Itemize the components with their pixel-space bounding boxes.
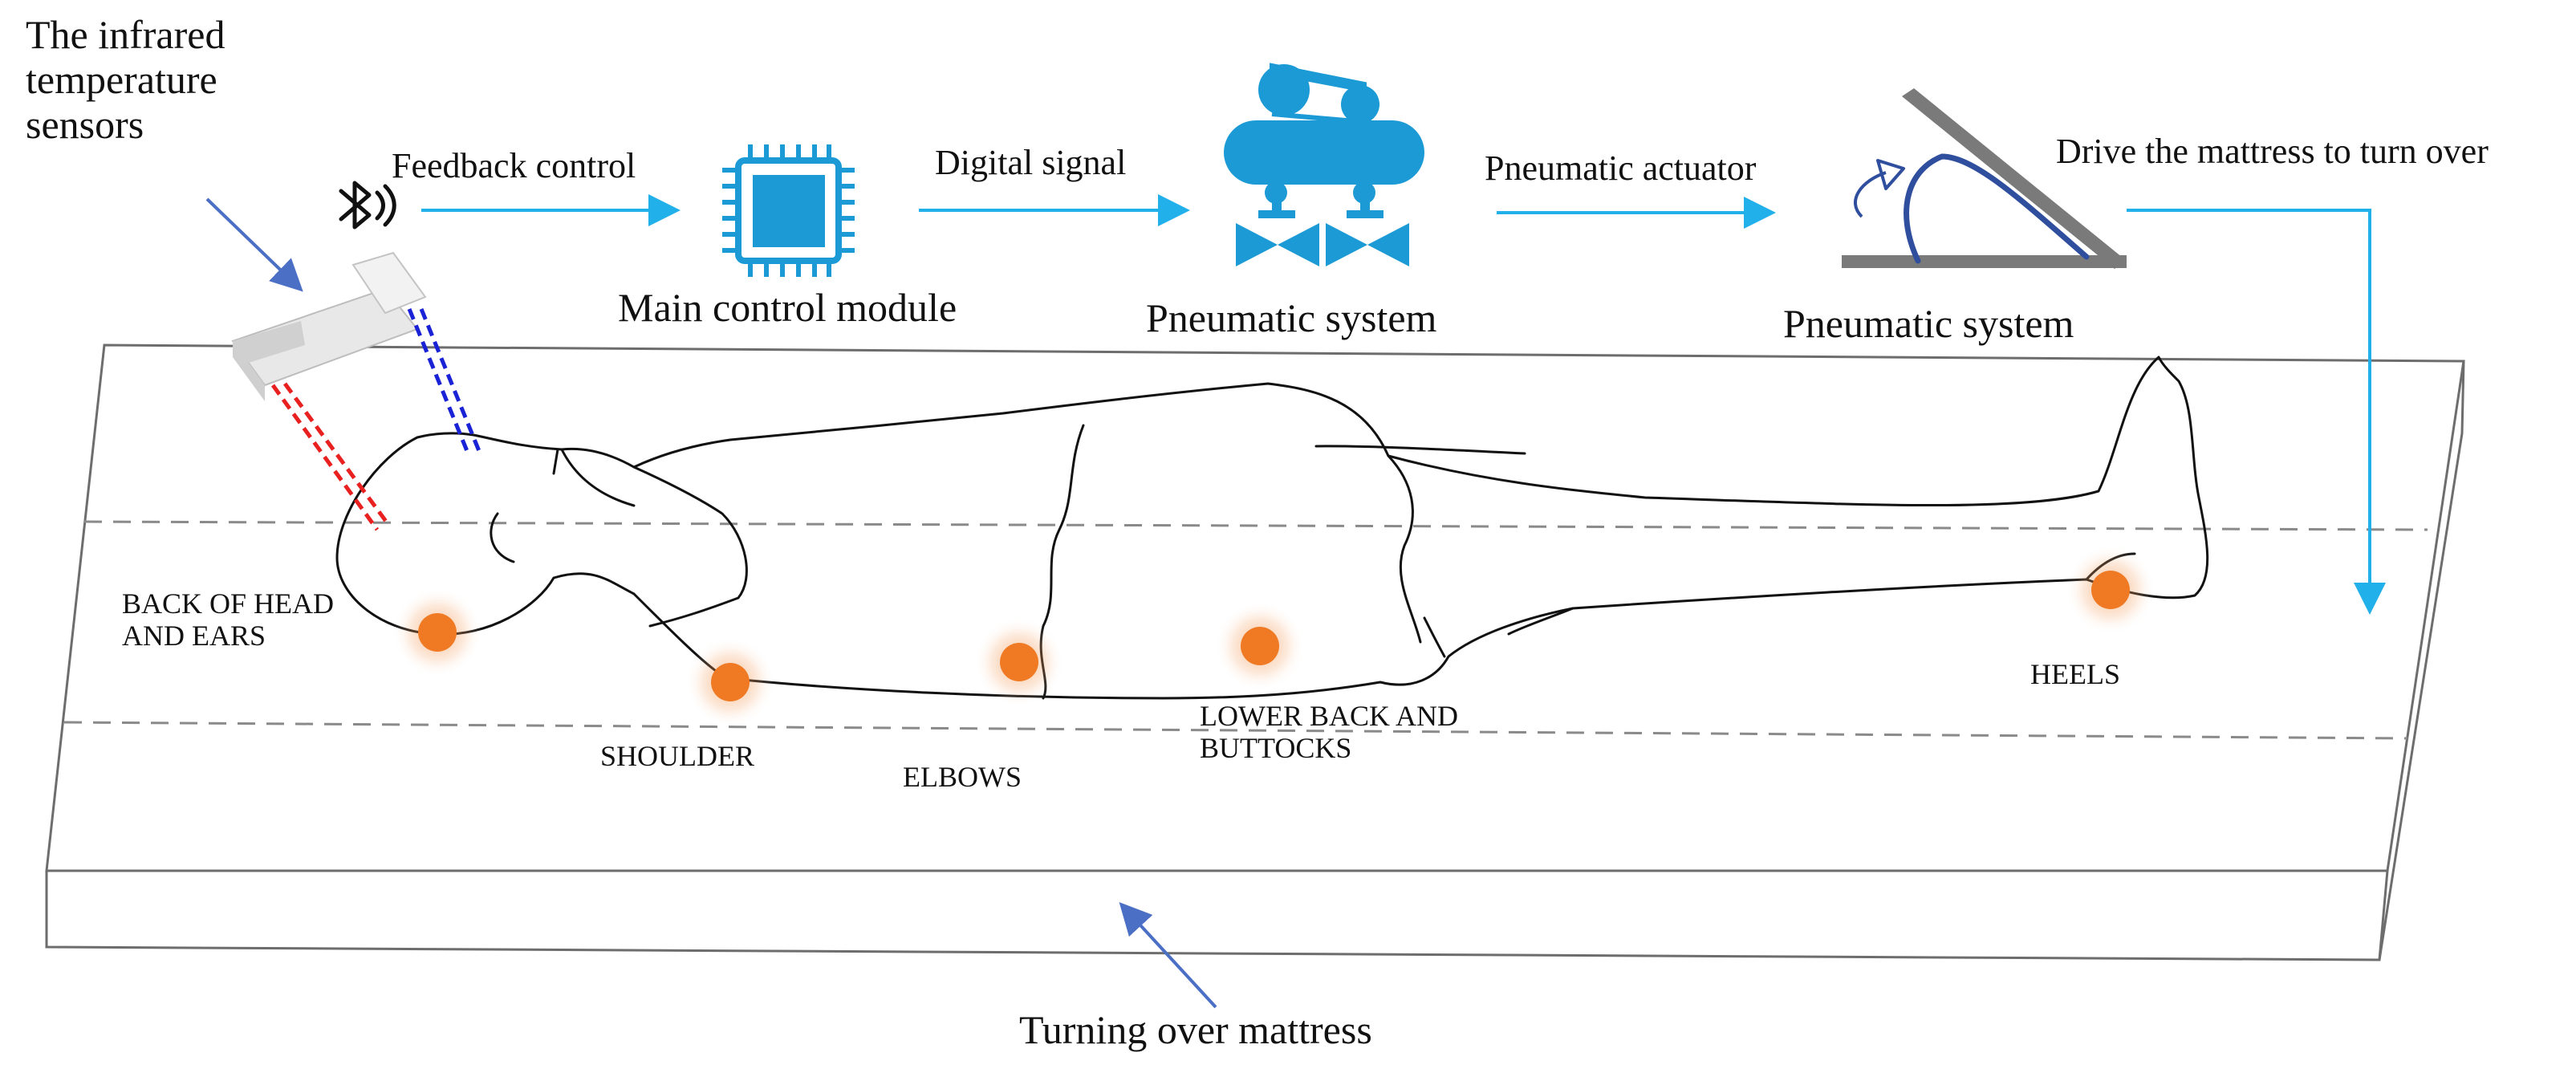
sensor-pointer-arrow bbox=[205, 197, 303, 292]
elbows-label: ELBOWS bbox=[903, 761, 1022, 793]
sensor-beam-blue-1 bbox=[407, 308, 469, 452]
sensors-label: The infrared temperature sensors bbox=[26, 12, 274, 147]
pressure-point-shoulder bbox=[685, 637, 775, 727]
chip-icon bbox=[722, 144, 855, 277]
feedback-control-label: Feedback control bbox=[392, 146, 636, 185]
drive-mattress-label: Drive the mattress to turn over bbox=[2056, 132, 2489, 171]
pneumatic-actuator-label: Pneumatic actuator bbox=[1485, 148, 1757, 188]
back-of-head-line1: BACK OF HEAD bbox=[122, 587, 335, 620]
sensor-beam-red-2 bbox=[282, 382, 392, 527]
sensors-label-line1: The infrared bbox=[26, 12, 226, 57]
sensors-label-line3: sensors bbox=[26, 102, 144, 147]
lower-back-line1: LOWER BACK AND bbox=[1200, 700, 1458, 732]
bluetooth-icon bbox=[339, 181, 396, 230]
digital-signal-label: Digital signal bbox=[935, 143, 1127, 182]
air-compressor-icon bbox=[1224, 63, 1424, 266]
back-of-head-line2: AND EARS bbox=[122, 620, 266, 652]
back-of-head-label: BACK OF HEAD AND EARS bbox=[122, 587, 334, 652]
pressure-point-heels bbox=[2066, 545, 2155, 635]
pressure-point-lower-back bbox=[1215, 601, 1305, 691]
pressure-points bbox=[392, 545, 2155, 727]
pressure-point-elbows bbox=[974, 617, 1064, 707]
mattress-pointer-arrow bbox=[1119, 902, 1217, 1009]
flow-arrows bbox=[421, 194, 2386, 615]
infrared-sensor-device bbox=[231, 251, 481, 531]
pressure-point-head bbox=[392, 587, 482, 677]
heels-label: HEELS bbox=[2030, 658, 2120, 690]
main-control-module-label: Main control module bbox=[618, 285, 957, 330]
lower-back-label: LOWER BACK AND BUTTOCKS bbox=[1200, 700, 1458, 765]
sensor-beam-red-1 bbox=[270, 384, 380, 531]
sensors-label-line2: temperature bbox=[26, 57, 217, 102]
tilt-actuator-icon bbox=[1842, 88, 2127, 269]
shoulder-label: SHOULDER bbox=[600, 740, 755, 772]
pneumatic-system-label-1: Pneumatic system bbox=[1146, 295, 1437, 340]
mattress bbox=[45, 343, 2465, 961]
turning-over-mattress-label: Turning over mattress bbox=[1019, 1007, 1372, 1052]
sensor-beam-blue-2 bbox=[419, 308, 481, 452]
pneumatic-system-label-2: Pneumatic system bbox=[1783, 301, 2074, 346]
lower-back-line2: BUTTOCKS bbox=[1200, 732, 1352, 765]
mattress-seam-lower bbox=[63, 721, 2408, 740]
arrow-drive-mattress bbox=[2127, 209, 2386, 615]
mattress-seam-upper bbox=[83, 520, 2428, 531]
